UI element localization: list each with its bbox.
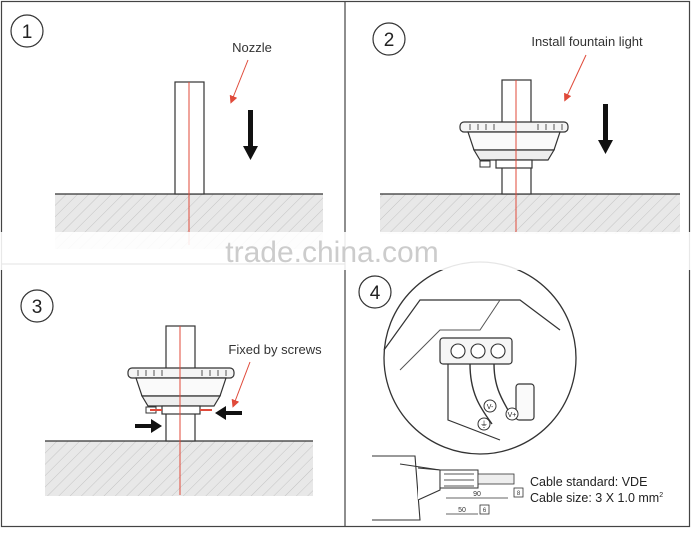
down-arrow-icon <box>243 110 258 160</box>
svg-text:90: 90 <box>473 491 481 498</box>
svg-text:V-: V- <box>487 404 494 411</box>
wire-v-plus <box>505 407 519 421</box>
step-2-number: 2 <box>384 30 395 51</box>
wire-v-minus <box>483 399 497 413</box>
screws-pointer <box>231 361 251 408</box>
step-1-number: 1 <box>22 22 33 43</box>
panel-step-2: 2 Install fountain light <box>372 22 680 234</box>
watermark: trade.china.com <box>0 232 691 270</box>
panel-step-1: 1 Nozzle <box>10 14 323 249</box>
fountain-light-unit <box>459 121 569 169</box>
cable-standard-text: Cable standard: VDE <box>530 475 647 489</box>
nozzle-label: Nozzle <box>232 40 272 55</box>
ground-surface-3 <box>45 441 313 496</box>
screw-icon <box>450 343 466 359</box>
svg-text:8: 8 <box>517 491 521 497</box>
nozzle-pointer <box>229 59 249 104</box>
step-4-number: 4 <box>370 283 381 304</box>
panel-step-4: 4 V- V+ ⏚ <box>358 261 663 521</box>
step-3-badge <box>20 289 54 323</box>
fixed-screws-label: Fixed by screws <box>228 342 322 357</box>
step-4-badge <box>358 275 392 309</box>
install-pointer <box>564 54 587 102</box>
down-arrow-icon <box>598 104 613 154</box>
ground-surface-2 <box>380 194 680 234</box>
install-light-label: Install fountain light <box>531 34 643 49</box>
svg-text:50: 50 <box>458 507 466 514</box>
screw-icon <box>470 343 486 359</box>
panel-step-3: 3 Fixed by screws <box>20 289 322 496</box>
right-arrow-icon <box>135 419 162 433</box>
left-arrow-icon <box>215 406 242 420</box>
step-3-number: 3 <box>32 297 43 318</box>
screw-icon <box>490 343 506 359</box>
step-1-badge <box>10 14 44 48</box>
fixed-fountain-light <box>127 367 235 415</box>
watermark-text: trade.china.com <box>225 236 438 269</box>
terminal-detail-circle: V- V+ ⏚ <box>383 261 577 455</box>
svg-text:⏚: ⏚ <box>480 420 488 429</box>
step-2-badge <box>372 22 406 56</box>
svg-text:V+: V+ <box>508 412 517 419</box>
cable-end-detail: 90 8 50 6 <box>372 455 524 521</box>
ground-icon <box>477 417 491 431</box>
cable-size-text: Cable size: 3 X 1.0 mm2 <box>530 491 663 505</box>
svg-text:6: 6 <box>483 508 487 514</box>
